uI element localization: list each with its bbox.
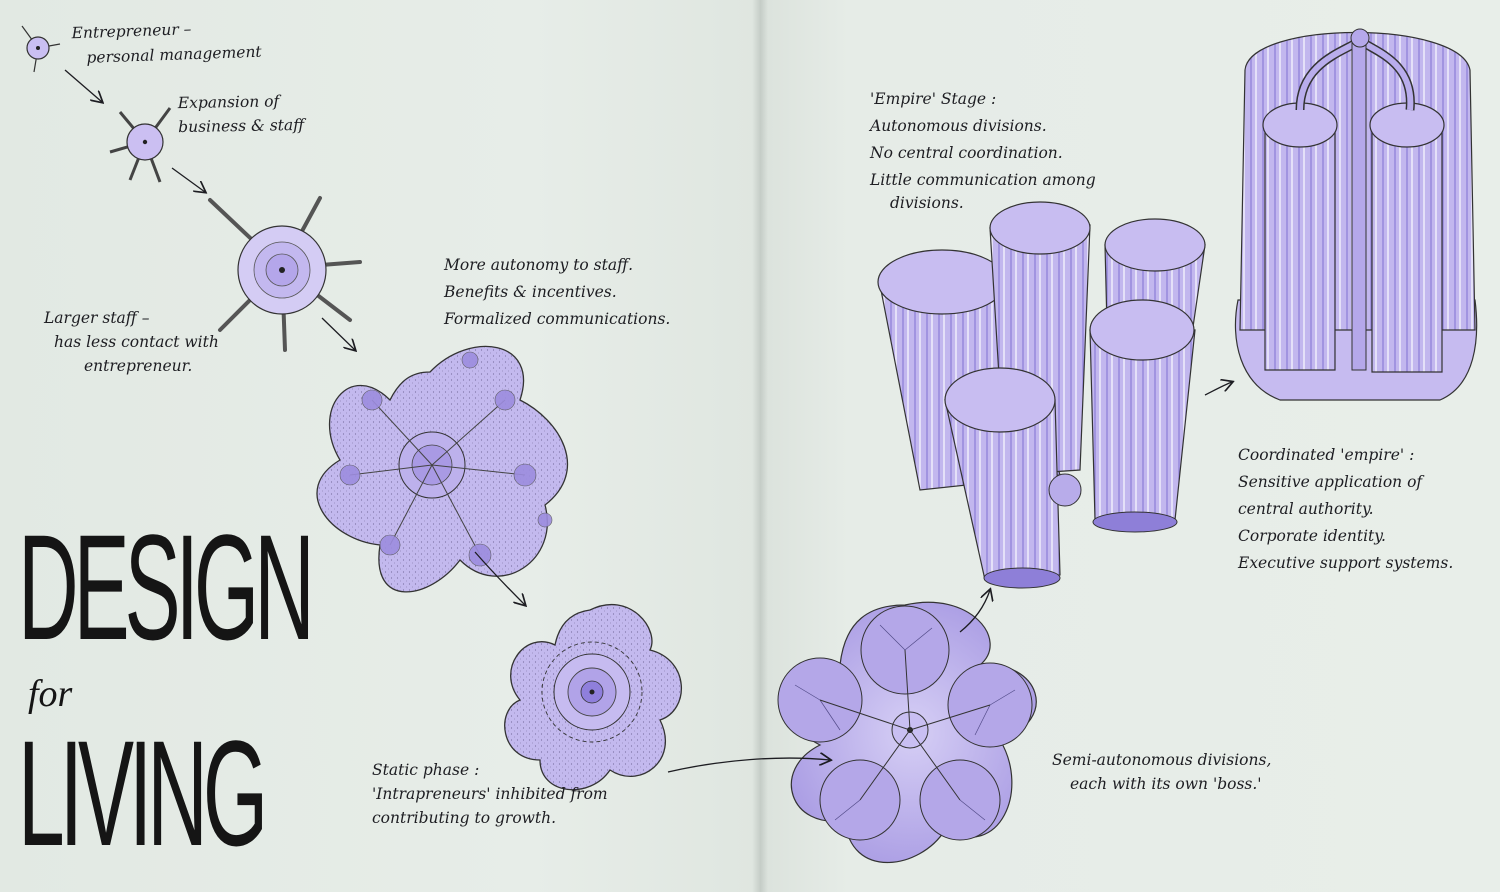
- note-line: Static phase :: [372, 761, 480, 779]
- title-design: DESIGN: [18, 503, 315, 671]
- stage1-cell: [21, 25, 61, 73]
- title-living: LIVING: [18, 709, 268, 877]
- note-line: No central coordination.: [870, 144, 1063, 162]
- note-line: Benefits & incentives.: [444, 283, 617, 301]
- stage3-cell: [208, 196, 362, 352]
- stage5-flower-cell: [504, 603, 682, 791]
- note-line: each with its own 'boss.': [1070, 775, 1262, 793]
- coordinated-empire: [1234, 28, 1478, 401]
- note-line: Larger staff –: [44, 309, 150, 327]
- note-line: 'Empire' Stage :: [870, 90, 997, 108]
- note-coordinated-empire: Coordinated 'empire' : Sensitive applica…: [1238, 442, 1453, 577]
- note-line: entrepreneur.: [84, 357, 193, 375]
- note-line: Coordinated 'empire' :: [1238, 446, 1415, 464]
- stage4-star-cell: [316, 345, 568, 593]
- note-entrepreneur: Entrepreneur – personal management: [71, 15, 262, 72]
- note-static-phase: Static phase : 'Intrapreneurs' inhibited…: [372, 758, 608, 830]
- note-line: Formalized communications.: [444, 310, 671, 328]
- empire-columns: [877, 201, 1206, 589]
- note-line: Expansion of: [177, 92, 280, 113]
- note-line: divisions.: [890, 194, 964, 212]
- title-for: for: [28, 673, 73, 715]
- stage6-divisions-cell: [777, 601, 1037, 864]
- note-line: Executive support systems.: [1238, 554, 1454, 572]
- note-autonomy: More autonomy to staff. Benefits & incen…: [444, 252, 670, 333]
- note-semi-autonomous: Semi-autonomous divisions, each with its…: [1052, 748, 1271, 796]
- reverse-text-left: [340, 6, 580, 726]
- note-line: 'Intrapreneurs' inhibited from: [372, 785, 608, 803]
- stage2-cell: [109, 107, 172, 183]
- note-line: Little communication among: [870, 171, 1096, 189]
- note-line: has less contact with: [54, 333, 219, 351]
- note-line: Semi-autonomous divisions,: [1052, 751, 1272, 769]
- note-line: Sensitive application of: [1238, 473, 1423, 491]
- note-expansion: Expansion of business & staff: [178, 89, 305, 139]
- growth-arrows: [64, 69, 1232, 773]
- note-line: contributing to growth.: [372, 809, 557, 827]
- note-line: business & staff: [178, 115, 305, 137]
- note-larger-staff: Larger staff – has less contact with ent…: [44, 306, 219, 378]
- note-empire-stage: 'Empire' Stage : Autonomous divisions. N…: [870, 86, 1096, 217]
- note-line: More autonomy to staff.: [444, 256, 634, 274]
- note-line: central authority.: [1238, 500, 1374, 518]
- note-line: Corporate identity.: [1238, 527, 1386, 545]
- note-line: Autonomous divisions.: [870, 117, 1047, 135]
- book-gutter: [752, 0, 768, 892]
